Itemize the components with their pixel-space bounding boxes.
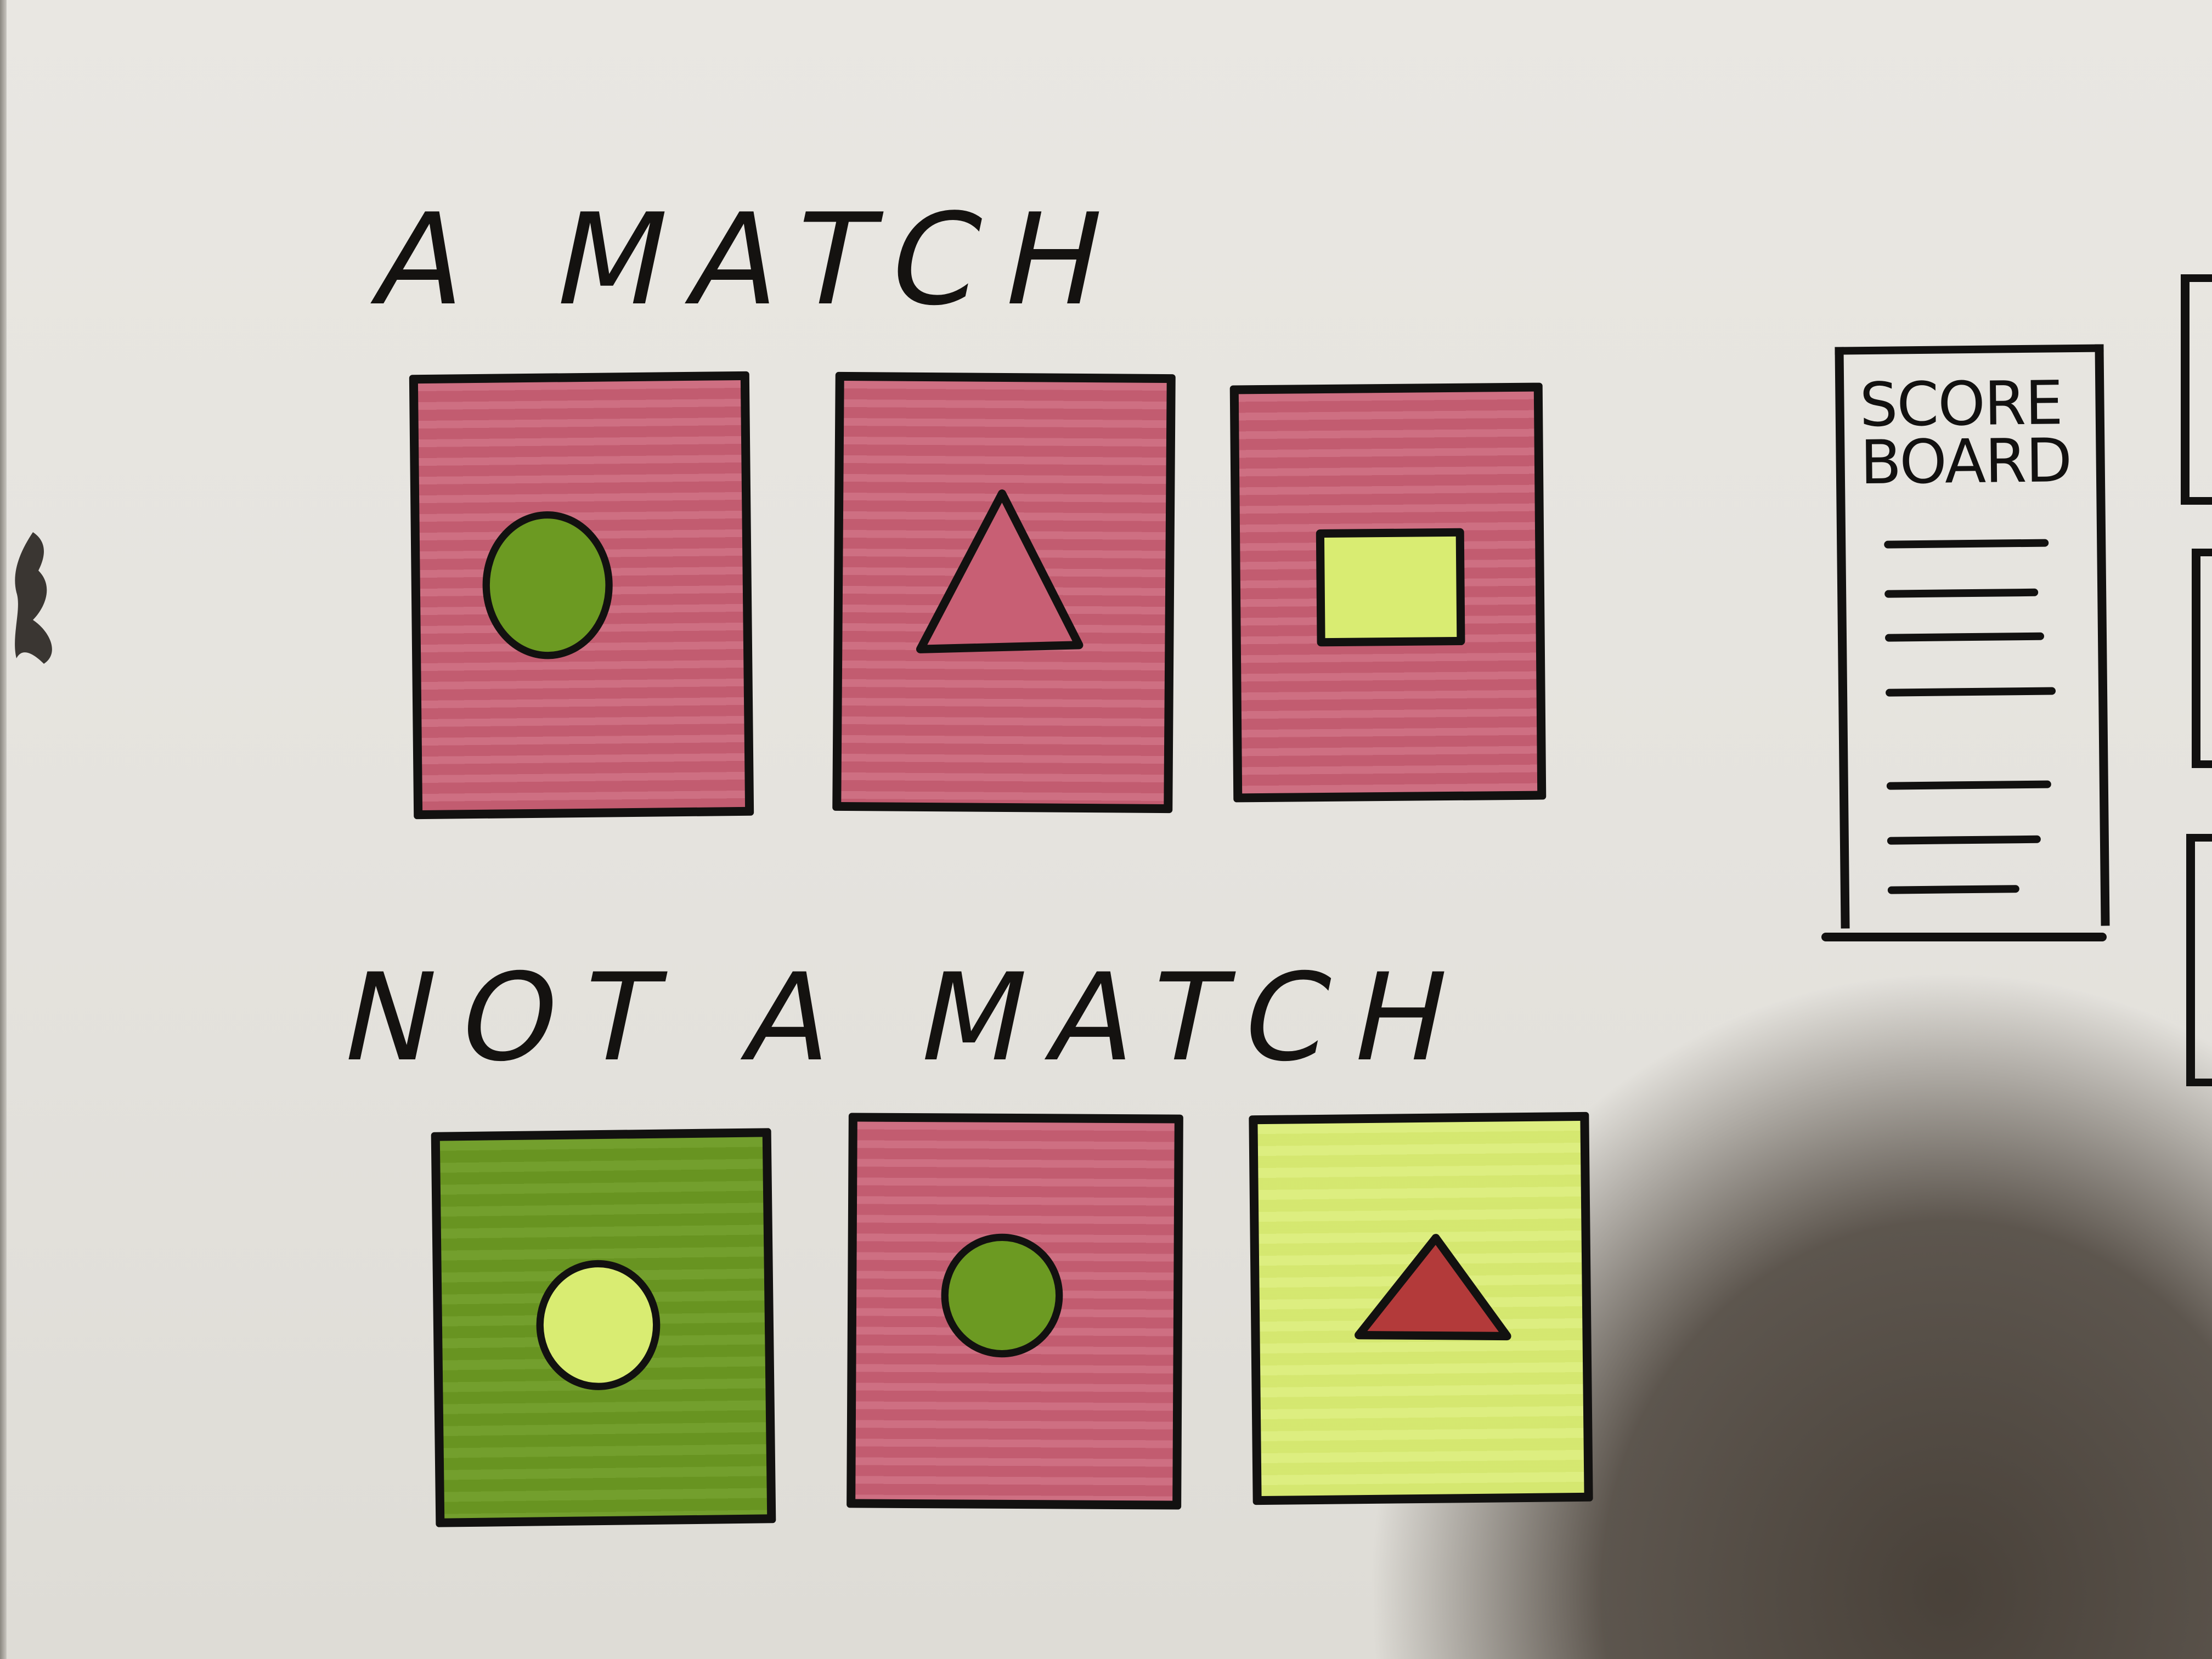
match-heading: A MATCH bbox=[363, 187, 1143, 334]
square-icon bbox=[1316, 528, 1465, 647]
circle-icon bbox=[941, 1233, 1063, 1358]
scoreboard-base-line bbox=[1821, 933, 2107, 941]
score-line bbox=[1884, 632, 2045, 642]
triangle-icon bbox=[1355, 1234, 1511, 1341]
ink-blot bbox=[15, 532, 52, 664]
score-line bbox=[1884, 588, 2039, 598]
score-line bbox=[1885, 687, 2056, 697]
card-lime-red-triangle[interactable] bbox=[1249, 1111, 1593, 1505]
score-line bbox=[1887, 885, 2019, 894]
score-line bbox=[1887, 835, 2041, 845]
partial-panel bbox=[2186, 834, 2212, 1086]
card-pink-green-circle-2[interactable] bbox=[847, 1113, 1183, 1510]
card-pink-green-circle[interactable] bbox=[409, 371, 754, 820]
scoreboard: SCORE BOARD bbox=[1835, 344, 2110, 929]
card-green-lime-circle[interactable] bbox=[431, 1128, 776, 1527]
triangle-icon bbox=[916, 489, 1084, 653]
score-line bbox=[1886, 780, 2051, 790]
circle-icon bbox=[482, 511, 613, 659]
scoreboard-title: SCORE BOARD bbox=[1859, 368, 2072, 498]
partial-panel bbox=[2192, 549, 2212, 768]
card-pink-pink-triangle[interactable] bbox=[832, 371, 1176, 814]
score-line bbox=[1884, 539, 2049, 549]
card-pink-lime-square[interactable] bbox=[1229, 382, 1547, 803]
not-match-heading: NOT A MATCH bbox=[330, 947, 1488, 1088]
circle-icon bbox=[536, 1260, 661, 1390]
partial-panel bbox=[2181, 274, 2212, 505]
paper-edge bbox=[0, 0, 7, 1659]
